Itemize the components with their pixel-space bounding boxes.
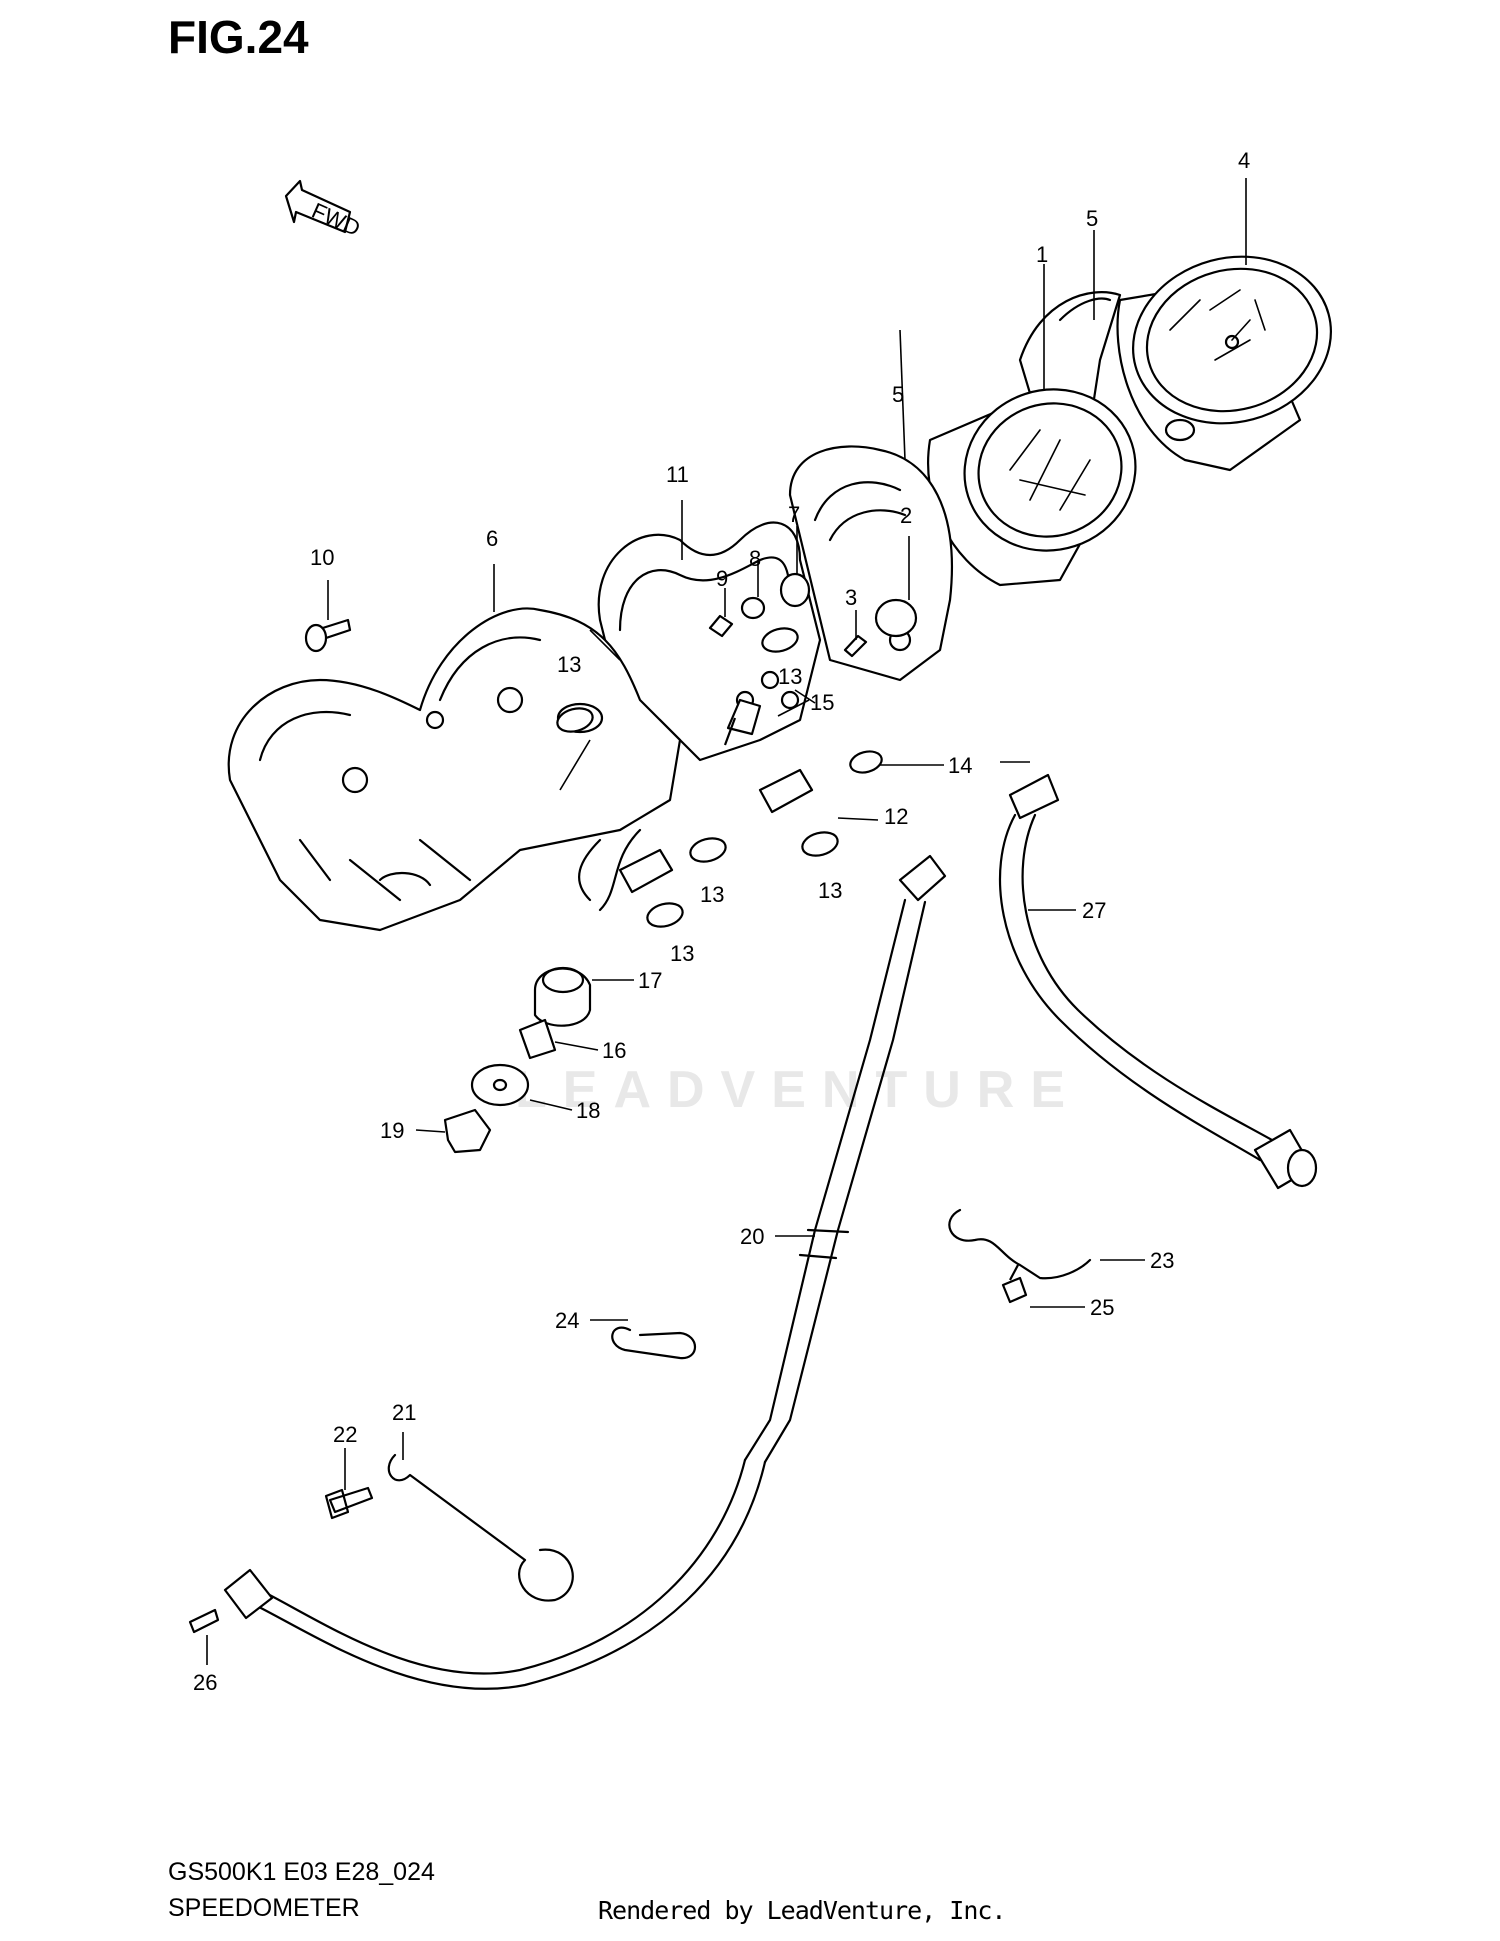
nut-part-9: [708, 614, 734, 638]
speedometer-cable: [223, 854, 947, 1690]
callout-labels: 1 2 3 4 5 5 6 7 8 9 10 11 12 13 13 13 13…: [193, 148, 1250, 1695]
fwd-label: FWD: [308, 198, 364, 241]
callout-25: 25: [1090, 1295, 1114, 1320]
callout-27: 27: [1082, 898, 1106, 923]
callout-15: 15: [810, 690, 834, 715]
callout-14: 14: [948, 753, 972, 778]
callout-19: 19: [380, 1118, 404, 1143]
cable-clamp-part-21: [387, 1453, 574, 1602]
speedometer-head: [927, 388, 1137, 587]
callout-leaders: [206, 178, 1247, 1665]
render-credit: Rendered by LeadVenture, Inc.: [598, 1896, 1006, 1925]
callout-26: 26: [193, 1670, 217, 1695]
meter-case: [227, 607, 682, 932]
guide-part-23: [948, 1208, 1092, 1280]
clip-part-24: [611, 1326, 696, 1360]
callout-11: 11: [666, 462, 689, 487]
callout-1: 1: [1036, 242, 1048, 267]
section-name: SPEEDOMETER: [168, 1894, 360, 1922]
callout-5-upper: 5: [1086, 206, 1098, 231]
bulb-sockets: [556, 627, 883, 928]
callout-6: 6: [486, 526, 498, 551]
figure-title: FIG.24: [168, 11, 309, 63]
bolt-part-22: [324, 1486, 374, 1520]
screw-part-10: [304, 618, 352, 653]
callout-24: 24: [555, 1308, 579, 1333]
cushion-part-2: [874, 598, 918, 638]
screw-part-15: [723, 698, 762, 746]
callout-7: 7: [788, 502, 800, 527]
callout-13-d: 13: [818, 878, 842, 903]
bolt-part-25: [1001, 1264, 1028, 1304]
screw-part-3: [843, 634, 868, 658]
callout-13-e: 13: [670, 941, 694, 966]
grommet-part-7: [779, 572, 811, 608]
screw-part-26: [188, 1608, 220, 1634]
callout-22: 22: [333, 1422, 357, 1447]
tachometer-head: [1116, 255, 1332, 472]
washer-part-8: [740, 596, 766, 620]
watermark: LEADVENTURE: [515, 1061, 1082, 1119]
callout-5-lower: 5: [892, 382, 904, 407]
callout-17: 17: [638, 968, 662, 993]
model-code: GS500K1 E03 E28_024: [168, 1858, 435, 1886]
callout-13-b: 13: [778, 664, 802, 689]
callout-10: 10: [310, 545, 334, 570]
callout-8: 8: [749, 546, 761, 571]
callout-12: 12: [884, 804, 908, 829]
callout-18: 18: [576, 1098, 600, 1123]
callout-16: 16: [602, 1038, 626, 1063]
callout-4: 4: [1238, 148, 1250, 173]
callout-9: 9: [716, 566, 728, 591]
meter-panel: [597, 521, 822, 762]
callout-23: 23: [1150, 1248, 1174, 1273]
callout-21: 21: [392, 1400, 416, 1425]
callout-3: 3: [845, 585, 857, 610]
callout-13-c: 13: [700, 882, 724, 907]
callout-20: 20: [740, 1224, 764, 1249]
fwd-arrow-icon: FWD: [284, 179, 364, 241]
grommet-stack: [443, 966, 592, 1154]
callout-2: 2: [900, 503, 912, 528]
tachometer-cable: [998, 773, 1318, 1190]
callout-13-a: 13: [557, 652, 581, 677]
